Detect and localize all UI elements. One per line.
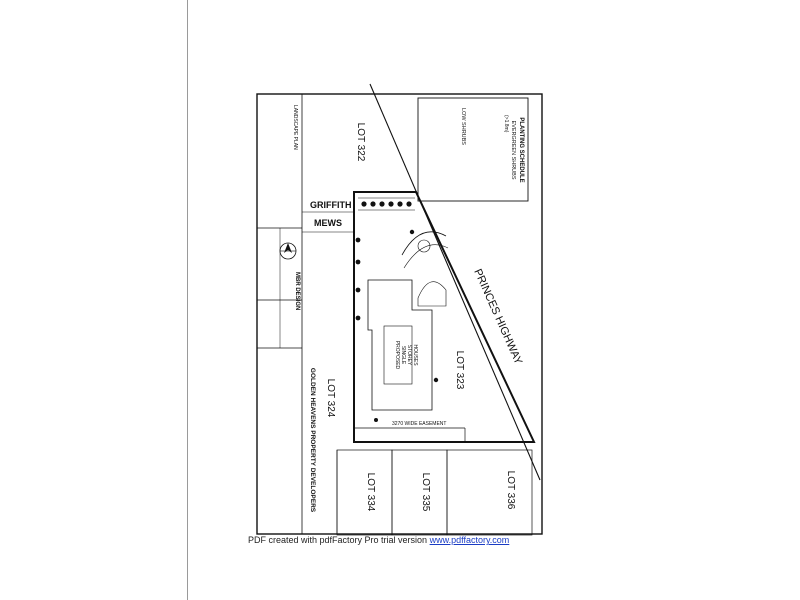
planting-evergreen: EVERGREEN SHRUBS [510,121,516,180]
dwelling-label-4: HOUSES [412,344,418,366]
easement-label: 3270 WIDE EASEMENT [392,421,446,427]
highway-label: PRINCES HIGHWAY [471,267,524,367]
planting-evergreen-sub: (>1.8m) [503,115,509,133]
lot-334-label: LOT 334 [365,473,376,512]
title-block-drawing-title: LANDSCAPE PLAN [292,105,298,150]
footer-text: PDF created with pdfFactory Pro trial ve… [248,535,428,545]
footer-link[interactable]: www.pdffactory.com [429,535,510,545]
title-block-developer: GOLDEN HEAVENS PROPERTY DEVELOPERS [309,368,316,513]
lot-323-label: LOT 323 [454,351,465,390]
page-edge [187,0,188,600]
lot-336-label: LOT 336 [505,471,516,510]
dwelling-label-2: SINGLE [400,346,406,365]
lot-335-label: LOT 335 [420,473,431,512]
pdf-footer: PDF created with pdfFactory Pro trial ve… [248,535,509,545]
planting-title: PLANTING SCHEDULE [518,117,524,182]
mews-label: MEWS [314,218,342,228]
planting-low-shrubs: LOW SHRUBS [460,108,466,145]
griffith-label: GRIFFITH [310,200,352,210]
dwelling-label-1: PROPOSED [394,341,400,370]
lot-322-label: LOT 322 [355,123,366,162]
lot-324-label: LOT 324 [325,379,336,418]
title-block-design-firm: MBR DESIGN [294,272,300,310]
dwelling-label-3: STOREY [406,345,412,366]
